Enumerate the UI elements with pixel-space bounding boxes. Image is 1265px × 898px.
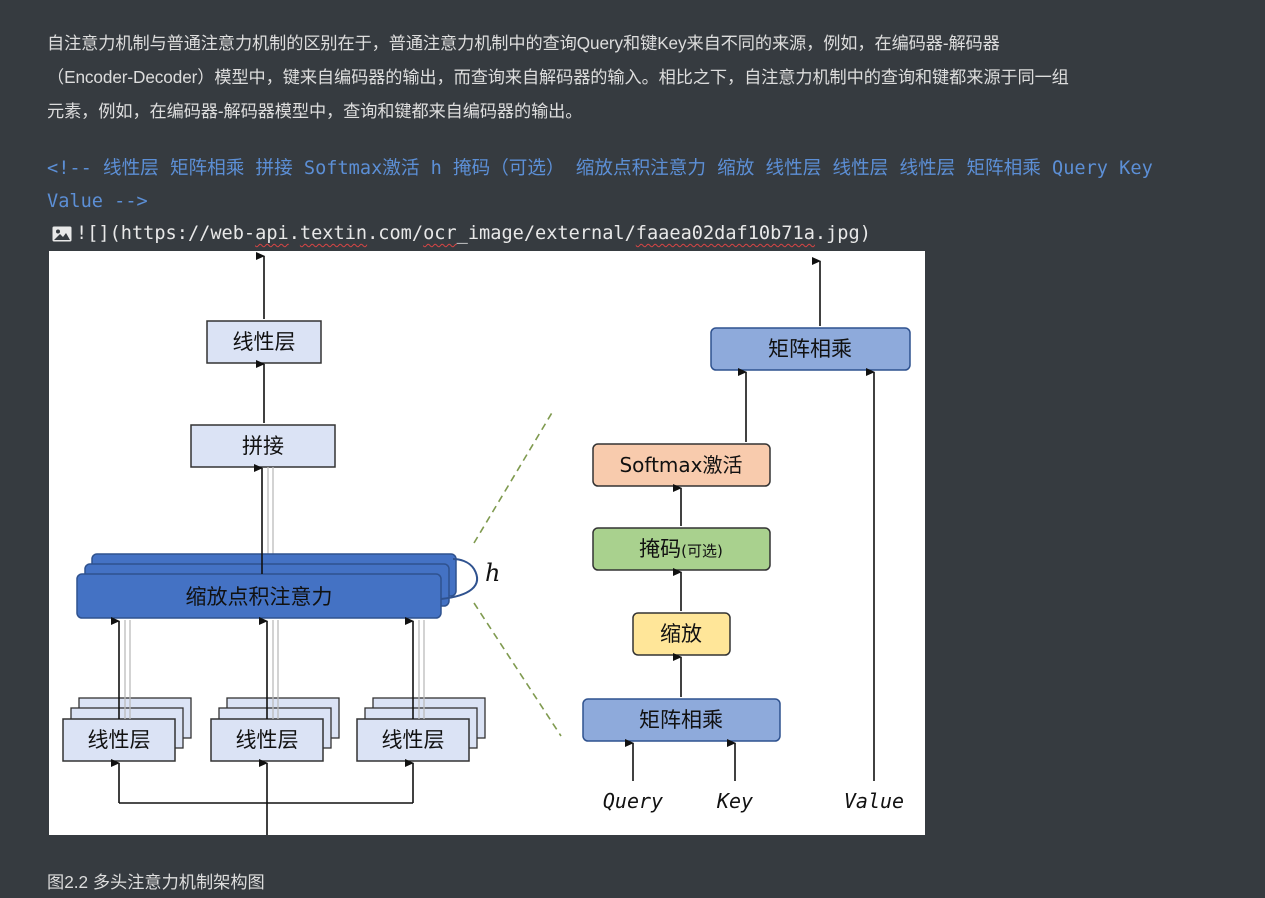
left-linear-top-box — [206, 320, 322, 364]
url-part-9: .jpg — [814, 223, 860, 244]
zoom-line-bottom — [473, 602, 562, 737]
right-matmul-bottom-label: 矩阵相乘 — [639, 708, 723, 732]
mask-optional-text: (可选) — [681, 542, 723, 560]
right-matmul-bottom-box — [582, 698, 781, 742]
linear-bottom-box-3 — [356, 718, 470, 762]
html-comment-block: <!-- 线性层 矩阵相乘 拼接 Softmax激活 h 掩码（可选） 缩放点积… — [47, 152, 1153, 218]
url-part-2: api — [255, 223, 289, 244]
url-part-4: textin — [299, 223, 368, 244]
attention-label: 缩放点积注意力 — [186, 585, 333, 609]
linear-bottom-box-1 — [62, 718, 176, 762]
markdown-suffix: ) — [859, 223, 871, 244]
comment-line-1: <!-- 线性层 矩阵相乘 拼接 Softmax激活 h 掩码（可选） 缩放点积… — [47, 158, 1153, 179]
markdown-prefix: ![]( — [76, 223, 121, 244]
linear-bottom-label-2: 线性层 — [236, 728, 299, 752]
intro-paragraph: 自注意力机制与普通注意力机制的区别在于，普通注意力机制中的查询Query和键Ke… — [47, 26, 1252, 128]
concat-box — [190, 424, 336, 468]
url-part-5: .com/ — [367, 223, 424, 244]
right-matmul-top-label: 矩阵相乘 — [768, 337, 852, 361]
linear-bottom-box-2 — [210, 718, 324, 762]
paragraph-line-1: 自注意力机制与普通注意力机制的区别在于，普通注意力机制中的查询Query和键Ke… — [47, 33, 1000, 53]
paragraph-line-2: （Encoder-Decoder）模型中，键来自编码器的输出，而查询来自解码器的… — [47, 67, 1069, 87]
comment-line-2: Value --> — [47, 191, 148, 212]
h-bracket — [440, 558, 479, 600]
linear-bottom-label-3: 线性层 — [382, 728, 445, 752]
h-label: h — [485, 559, 500, 587]
figure-caption: 图2.2 多头注意力机制架构图 — [47, 872, 265, 892]
scale-label: 缩放 — [660, 622, 702, 646]
zoom-line-top — [473, 410, 554, 544]
key-label: Key — [716, 789, 753, 813]
url-part-1: https://web- — [120, 223, 256, 244]
mask-text: 掩码 — [639, 537, 681, 561]
concat-label: 拼接 — [242, 434, 284, 458]
value-label: Value — [844, 789, 904, 813]
multi-head-attention-figure: 线性层 拼接 缩放点积注意力 h 线性层 — [49, 251, 925, 835]
architecture-diagram: 线性层 拼接 缩放点积注意力 h 线性层 — [62, 252, 911, 835]
image-icon — [52, 226, 72, 242]
left-linear-top-label: 线性层 — [233, 330, 296, 354]
url-part-8: faaea02daf10b71a — [635, 223, 815, 244]
url-part-3: . — [288, 223, 300, 244]
query-label: Query — [603, 789, 663, 813]
paragraph-line-3: 元素，例如，在编码器-解码器模型中，查询和键都来自编码器的输出。 — [47, 101, 583, 121]
softmax-label: Softmax激活 — [619, 453, 742, 477]
linear-bottom-label-1: 线性层 — [88, 728, 151, 752]
url-part-6: ocr — [423, 223, 457, 244]
right-matmul-top-box — [710, 327, 911, 371]
mask-label: 掩码(可选) — [639, 537, 723, 561]
url-part-7: _image/external/ — [456, 223, 636, 244]
image-markdown-link[interactable]: ![](https://web-api.textin.com/ocr_image… — [52, 220, 871, 248]
